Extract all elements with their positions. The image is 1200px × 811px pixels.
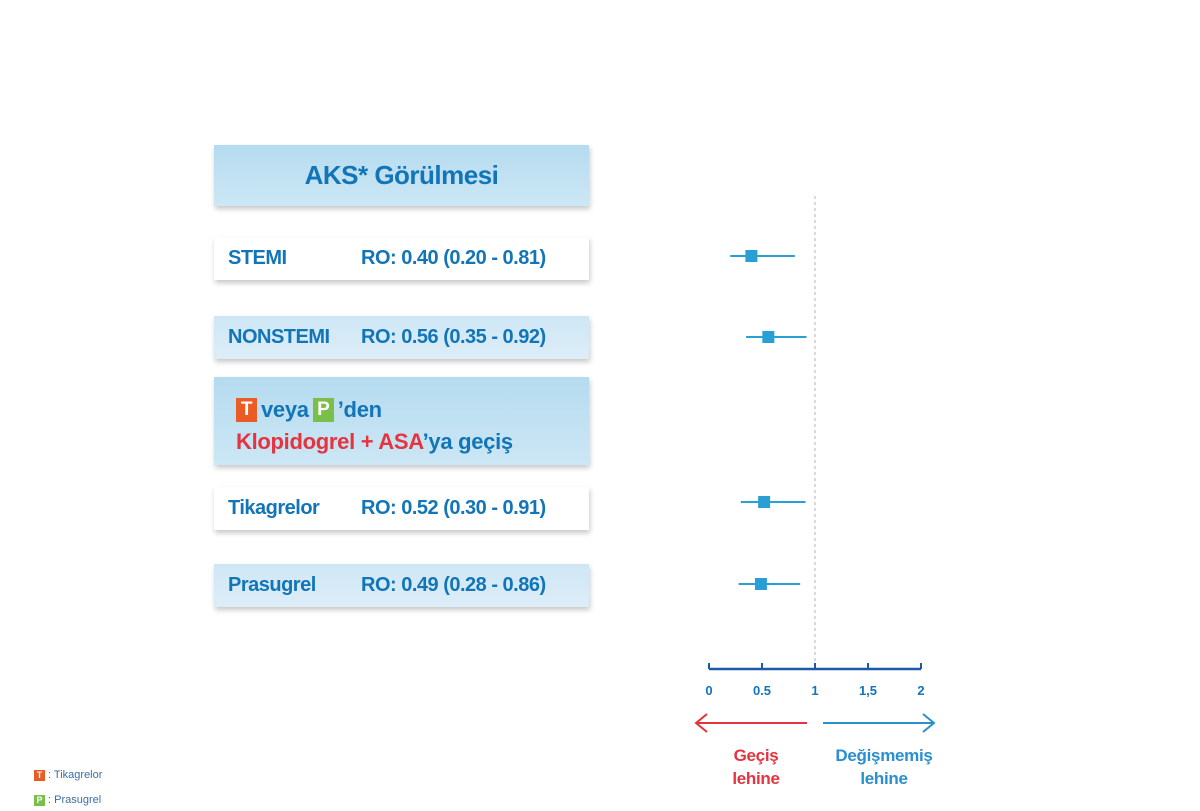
legend-p: P : Prasugrel bbox=[34, 794, 101, 806]
x-tick-label: 1 bbox=[811, 683, 818, 698]
header-title: AKS* Görülmesi bbox=[304, 160, 499, 190]
row-name: STEMI bbox=[228, 247, 287, 269]
row-name: Tikagrelor bbox=[228, 497, 320, 519]
favor-left-line2: lehine bbox=[732, 769, 780, 788]
suffix-text: ’ya geçiş bbox=[422, 429, 514, 454]
left-arrow-icon bbox=[694, 713, 708, 733]
row-tikagrelor: Tikagrelor RO: 0.52 (0.30 - 0.91) bbox=[214, 487, 589, 530]
row-ro: RO: 0.52 (0.30 - 0.91) bbox=[361, 497, 546, 519]
legend-p-text: : Prasugrel bbox=[48, 794, 102, 806]
header-panel: AKS* Görülmesi bbox=[214, 145, 589, 206]
x-tick-label: 0.5 bbox=[753, 683, 771, 698]
legend-p-badge: P bbox=[34, 794, 45, 806]
veya-text: veya bbox=[261, 397, 309, 422]
x-tick-label: 2 bbox=[917, 683, 924, 698]
favor-right-line1: Değişmemiş bbox=[835, 746, 933, 765]
switch-line-2: Klopidogrel + ASA’ya geçiş bbox=[236, 429, 589, 455]
estimate-marker bbox=[762, 331, 775, 343]
row-name: NONSTEMI bbox=[228, 326, 330, 348]
row-name: Prasugrel bbox=[228, 574, 316, 596]
estimate-marker bbox=[758, 496, 771, 508]
estimate-marker bbox=[745, 250, 758, 262]
favor-left-line1: Geçiş bbox=[733, 746, 779, 765]
favor-right-line2: lehine bbox=[860, 769, 908, 788]
x-tick-label: 1,5 bbox=[859, 683, 877, 698]
x-tick-label: 0 bbox=[705, 683, 712, 698]
drugs-text: Klopidogrel + ASA bbox=[236, 429, 423, 454]
row-ro: RO: 0.40 (0.20 - 0.81) bbox=[361, 247, 546, 269]
p-badge: P bbox=[312, 398, 334, 422]
row-nonstemi: NONSTEMI RO: 0.56 (0.35 - 0.92) bbox=[214, 316, 589, 359]
legend-t-badge: T bbox=[34, 769, 45, 781]
switch-line-1: T veya P ’den bbox=[236, 397, 589, 423]
row-prasugrel: Prasugrel RO: 0.49 (0.28 - 0.86) bbox=[214, 564, 589, 607]
t-badge: T bbox=[236, 398, 257, 422]
estimate-marker bbox=[754, 578, 767, 590]
den-text: ’den bbox=[337, 397, 382, 422]
row-stemi: STEMI RO: 0.40 (0.20 - 0.81) bbox=[214, 237, 589, 280]
row-ro: RO: 0.49 (0.28 - 0.86) bbox=[361, 574, 546, 596]
row-ro: RO: 0.56 (0.35 - 0.92) bbox=[361, 326, 546, 348]
right-arrow-icon bbox=[922, 713, 936, 733]
favor-left: Geçiş lehine bbox=[686, 744, 826, 790]
favor-right: Değişmemiş lehine bbox=[814, 744, 954, 790]
legend-t: T : Tikagrelor bbox=[34, 769, 102, 781]
legend-t-text: : Tikagrelor bbox=[48, 769, 103, 781]
switch-panel: T veya P ’den Klopidogrel + ASA’ya geçiş bbox=[214, 377, 589, 465]
